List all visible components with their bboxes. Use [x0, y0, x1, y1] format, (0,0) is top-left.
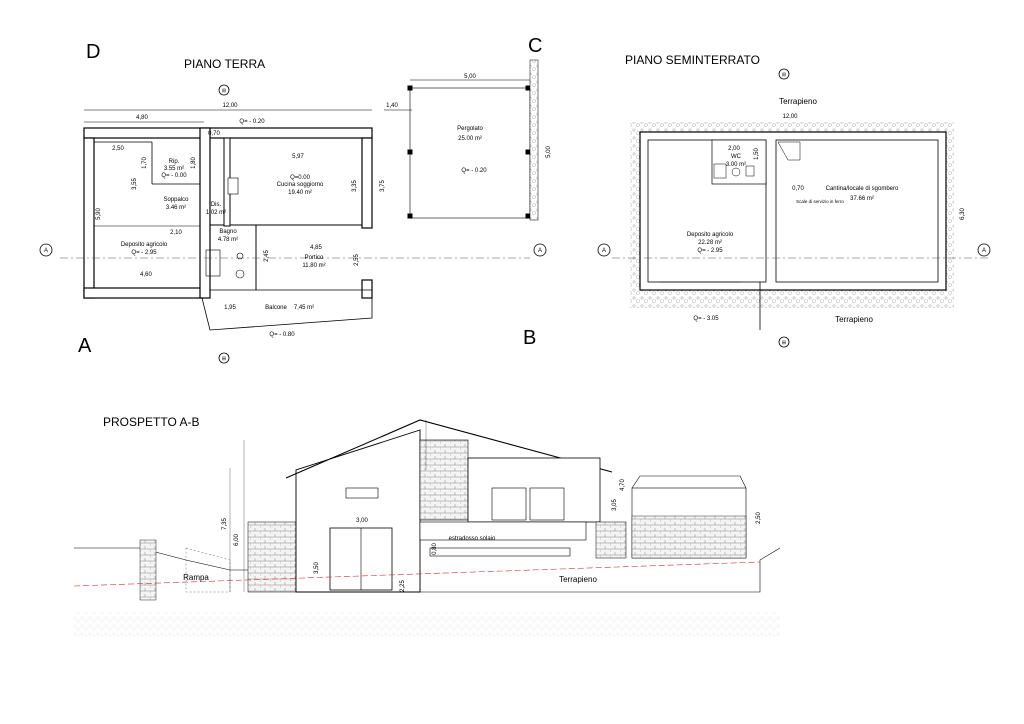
elev-d250: 2,50 — [756, 512, 762, 524]
dim-375: 3,75 — [380, 180, 386, 192]
pergola-area: 25.00 m² — [458, 136, 482, 142]
corner-label-a: A — [78, 335, 92, 357]
room-soppalco-area: 3.46 m² — [166, 205, 186, 211]
stairs-label: Scale di servizio in ferro — [796, 199, 844, 204]
estradosso-label: estradosso solaio — [449, 536, 496, 542]
dim-255: 2,55 — [354, 254, 360, 266]
dim-170: 1,70 — [142, 157, 148, 169]
room-deposito-level: Q= - 2.95 — [131, 250, 157, 256]
wc-d1: 2,00 — [728, 146, 740, 152]
dim-250: 2,50 — [112, 146, 124, 152]
elev-d305: 3,05 — [612, 499, 618, 511]
room-bagno-area: 4.78 m² — [218, 237, 238, 243]
room-cucina-area: 19.40 m² — [288, 190, 312, 196]
ground-floor-labels: 12,00 4,80 1,40 Q= - 0.20 0,70 2,50 5,97… — [96, 74, 552, 338]
dim-597: 5,97 — [292, 154, 304, 160]
pergola — [407, 59, 539, 221]
elev-d080: 0,80 — [432, 543, 438, 555]
room-dis-name: Dis. — [211, 202, 222, 208]
room-cucina-name: Cucina soggiorno — [277, 182, 324, 188]
room-balcone-area: 7,45 m² — [294, 305, 314, 311]
level-q-bottom: Q= - 0.80 — [269, 332, 295, 338]
dim-180: 1,80 — [191, 157, 197, 169]
room-portico-area: 11.80 m² — [302, 263, 325, 269]
dim-left-block: 4,80 — [136, 115, 148, 121]
elev-d735: 7,35 — [222, 518, 228, 530]
pergola-level: Q= - 0.20 — [461, 168, 487, 174]
elevation-ab — [73, 419, 781, 636]
dim-355: 3,55 — [132, 178, 138, 190]
room-rip-level: Q= - 0.00 — [161, 173, 187, 179]
deposito-basement-level: Q= - 2.95 — [697, 248, 723, 254]
room-rip-area: 3.55 m² — [164, 166, 184, 172]
basement-height: 6,30 — [960, 208, 966, 220]
title-basement: PIANO SEMINTERRATO — [625, 53, 760, 67]
section-marker-right: A — [538, 248, 542, 254]
deposito-basement-name: Deposito agricolo — [687, 232, 734, 238]
level-q-top: Q= - 0.20 — [239, 119, 265, 125]
rampa-label: Rampa — [183, 573, 209, 582]
room-balcone-name: Balcone — [265, 305, 287, 311]
room-bagno-name: Bagno — [219, 229, 237, 235]
elev-d225: 2,25 — [400, 580, 406, 592]
room-rip-name: Rip. — [169, 159, 180, 165]
north-marker-basement-top: ⊞ — [782, 72, 786, 78]
north-marker-top: ⊞ — [222, 88, 226, 94]
deposito-basement-area: 22.28 m² — [698, 240, 722, 246]
dim-070: 0,70 — [208, 131, 220, 137]
room-cucina-level: Q=0.00 — [290, 175, 311, 181]
ground-floor-plan — [60, 109, 530, 331]
cantina-name: Cantina/locale di sgombero — [826, 186, 899, 192]
elev-d600: 6,00 — [234, 534, 240, 546]
room-dis-area: 1.02 m² — [206, 210, 226, 216]
wc-d2: 1,50 — [754, 148, 760, 160]
section-marker-left: A — [44, 248, 48, 254]
room-soppalco-name: Soppalco — [163, 197, 189, 203]
terrapieno-elev: Terrapieno — [559, 575, 597, 584]
dim-335: 3,35 — [352, 180, 358, 192]
dim-245: 2,45 — [264, 250, 270, 262]
basement-q-bottom: Q= - 3.05 — [693, 316, 719, 322]
dim-pergola-w: 5,00 — [464, 74, 476, 80]
section-markers: A A A A ⊞ ⊞ ⊞ ⊞ — [39, 68, 991, 364]
elev-d300: 3,00 — [356, 518, 368, 524]
basement-overall: 12,00 — [782, 114, 798, 120]
elev-d350: 3,50 — [314, 562, 320, 574]
dim-195: 1,95 — [224, 305, 236, 311]
elevation-labels: Rampa Terrapieno estradosso solaio 3,00 … — [183, 479, 762, 592]
wc-area: 3.00 m² — [726, 162, 746, 168]
elev-d470: 4,70 — [620, 479, 626, 491]
dim-460: 4,60 — [140, 272, 152, 278]
title-elevation: PROSPETTO A-B — [103, 415, 199, 429]
basement-labels: Terrapieno 12,00 6,30 2,00 1,50 WC 3.00 … — [687, 97, 966, 324]
dim-590: 5,90 — [96, 208, 102, 220]
room-portico-name: Portico — [305, 255, 324, 261]
dim-pergola-offset: 1,40 — [386, 103, 398, 109]
north-marker-basement-bottom: ⊞ — [782, 340, 786, 346]
corner-label-c: C — [528, 35, 542, 57]
cantina-area: 37.66 m² — [850, 196, 874, 202]
terrapieno-top: Terrapieno — [779, 97, 817, 106]
dim-210: 2,10 — [170, 230, 182, 236]
basement-d070: 0,70 — [792, 186, 804, 192]
corner-label-b: B — [523, 327, 536, 349]
room-deposito-name: Deposito agricolo — [121, 242, 168, 248]
basement-plan — [612, 122, 990, 330]
dim-485: 4,85 — [310, 245, 322, 251]
section-marker-basement-right: A — [982, 248, 986, 254]
corner-label-d: D — [86, 41, 100, 63]
pergola-label: Pergolato — [457, 126, 483, 132]
terrapieno-bottom: Terrapieno — [835, 315, 873, 324]
dim-pergola-h: 5,00 — [546, 146, 552, 158]
dim-overall: 12,00 — [222, 103, 238, 109]
title-ground-floor: PIANO TERRA — [184, 57, 265, 71]
north-marker-bottom: ⊞ — [222, 356, 226, 362]
wc-name: WC — [731, 154, 742, 160]
section-marker-basement-left: A — [602, 248, 606, 254]
